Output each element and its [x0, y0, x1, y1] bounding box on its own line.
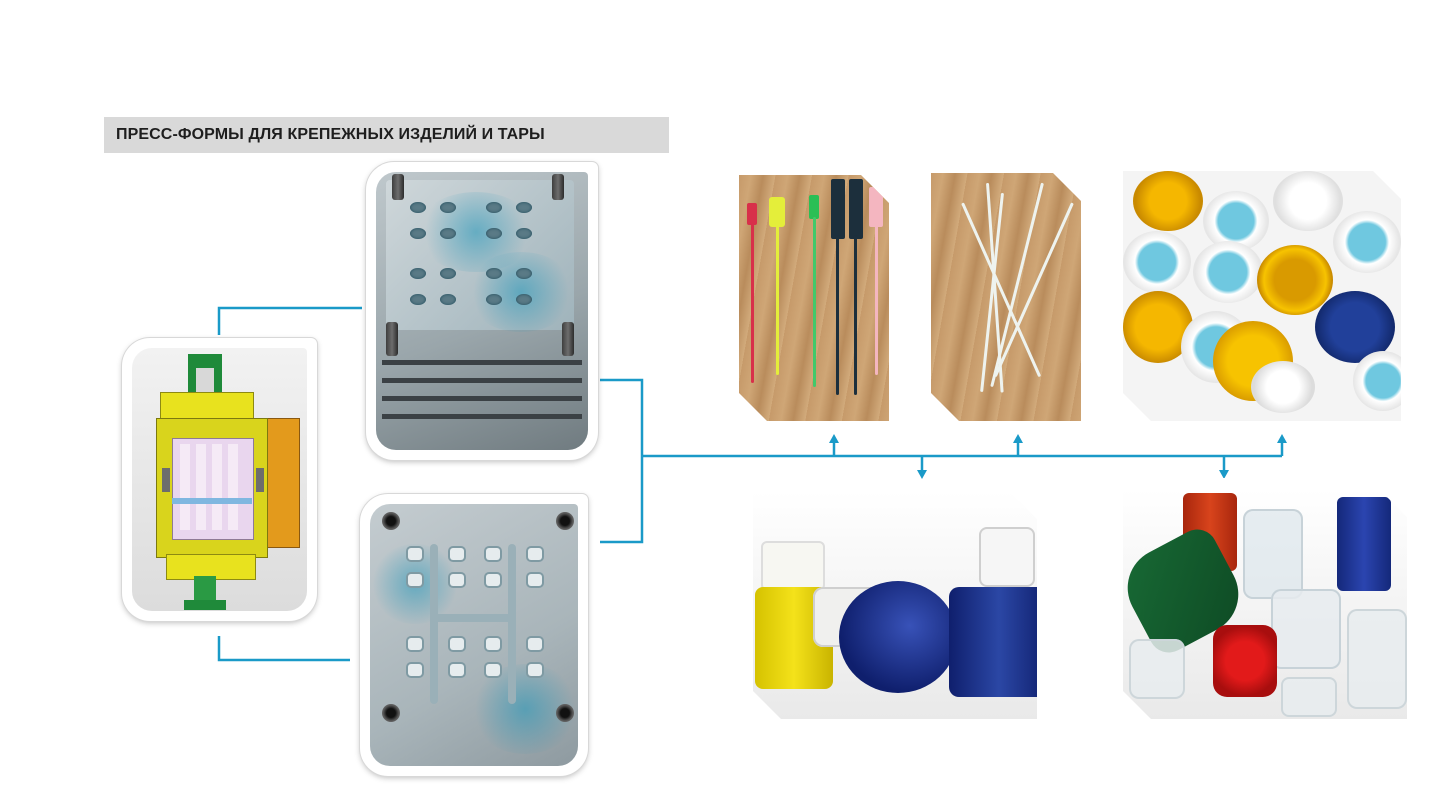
sport-caps-photo — [742, 480, 1048, 730]
bottle-caps-photo — [1112, 160, 1412, 432]
cable-ties-image — [931, 173, 1081, 421]
cable-ties-photo — [920, 162, 1092, 432]
mold-half-bottom-photo — [360, 494, 588, 776]
mold-cad-drawing — [122, 338, 317, 621]
seal-locks-photo — [728, 164, 900, 432]
bottle-caps-image — [1123, 171, 1401, 421]
colored-caps-image — [1123, 489, 1407, 719]
page-title: ПРЕСС-ФОРМЫ ДЛЯ КРЕПЕЖНЫХ ИЗДЕЛИЙ И ТАРЫ — [116, 126, 545, 143]
mold-bottom-image — [370, 504, 578, 766]
sport-caps-image — [753, 491, 1037, 719]
title-band: ПРЕСС-ФОРМЫ ДЛЯ КРЕПЕЖНЫХ ИЗДЕЛИЙ И ТАРЫ — [104, 117, 669, 153]
seal-locks-image — [739, 175, 889, 421]
cad-illustration — [132, 348, 307, 611]
mold-half-top-photo — [366, 162, 598, 460]
colored-caps-photo — [1112, 478, 1418, 730]
mold-top-image — [376, 172, 588, 450]
